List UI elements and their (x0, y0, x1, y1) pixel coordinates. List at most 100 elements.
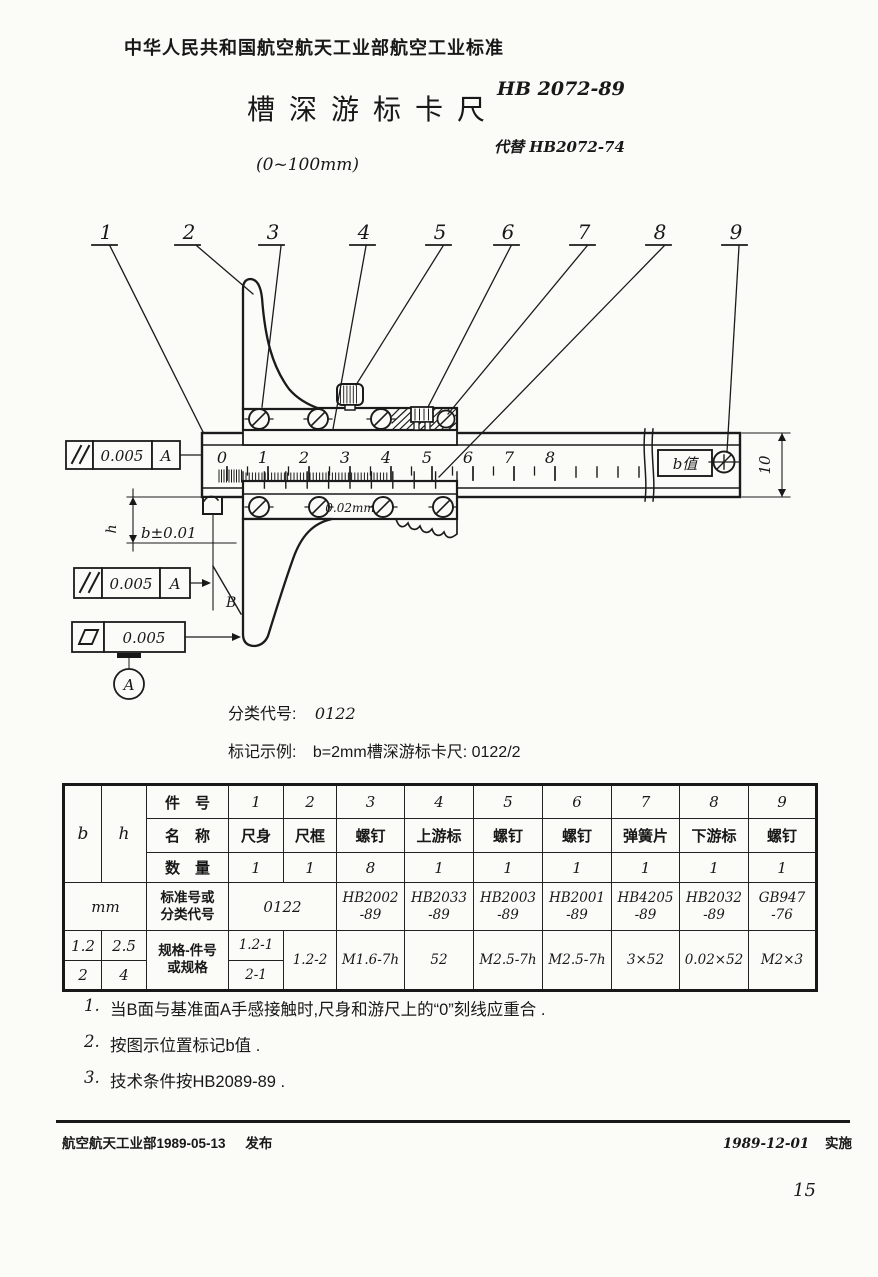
part-name-cell: 螺钉 (336, 818, 405, 853)
std-code-cell: 0122 (228, 882, 337, 931)
part-callout-7: 7 (447, 220, 596, 415)
tolerance-value: 0.005 (110, 575, 153, 593)
screw-icon (368, 496, 398, 518)
note-item: 2. 按图示位置标记b值 . (84, 1032, 545, 1056)
tolerance-datum: A (168, 575, 181, 593)
scale-minor-ticks (246, 466, 536, 476)
unit-cell: mm (63, 882, 147, 931)
part-number-label: 8 (654, 220, 667, 244)
part-number-label: 3 (267, 220, 280, 244)
note-text: 当B面与基准面A手感接触时,尺身和游尺上的“0”刻线应重合 . (110, 1001, 546, 1019)
note-number: 3. (84, 1068, 100, 1087)
flatness-icon (77, 629, 100, 645)
scale-number: 4 (380, 448, 391, 467)
spec-cell: M2.5-7h (473, 930, 543, 991)
spec-cell: 3×52 (611, 930, 680, 991)
marking-example-line: 标记示例: b=2mm槽深游标卡尺: 0122/2 (228, 738, 521, 762)
thumb-screw-knurl (340, 385, 357, 404)
caliper-technical-drawing: 0 1 2 3 4 5 6 7 8 0.02mm (65, 220, 791, 700)
spec-b-cell: 2 (63, 960, 102, 991)
screw-icon (436, 409, 456, 429)
part-name-cell: 螺钉 (542, 818, 612, 853)
table-row-standards: mm 标准号或 分类代号 0122 HB2002 -89 HB2033 -89 … (63, 882, 817, 931)
std-code-cell: HB2033 -89 (404, 882, 474, 931)
main-scale: 0 1 2 3 4 5 6 7 8 (217, 448, 555, 467)
spec-cell: M2×3 (748, 930, 817, 991)
spec-cell: M2.5-7h (542, 930, 612, 991)
row-label-qty: 数 量 (146, 852, 229, 883)
std-code-cell: HB2002 -89 (336, 882, 405, 931)
part-number-label: 6 (502, 220, 515, 244)
spec-cell: M1.6-7h (336, 930, 405, 991)
screw-icon (366, 408, 396, 430)
part-number-cell: 3 (336, 784, 405, 819)
scale-number: 8 (545, 448, 555, 467)
lower-jaw-outline (241, 517, 333, 648)
screw-icon (304, 496, 334, 518)
part-callout-1: 1 (91, 220, 204, 433)
scale-number: 0 (217, 448, 227, 467)
spec-cell: 52 (404, 930, 474, 991)
beam-width-dimension (741, 432, 791, 498)
issued-org-date: 航空航天工业部1989-05-13 (62, 1136, 226, 1151)
part-callout-8: 8 (438, 220, 672, 478)
note-number: 1. (84, 996, 100, 1015)
qty-cell: 8 (336, 852, 405, 883)
part-callouts: 1 2 3 4 5 (91, 220, 748, 478)
org-standard-line: 中华人民共和国航空航天工业部航空工业标准 (124, 38, 504, 58)
qty-cell: 1 (283, 852, 337, 883)
spec-cell: 2-1 (228, 960, 284, 991)
marking-example-label: 标记示例: (228, 744, 297, 761)
height-dim-label: h (104, 524, 120, 533)
screw-icon (303, 408, 333, 430)
scale-number: 2 (298, 448, 309, 467)
scale-right-ticks (575, 466, 640, 478)
footer-rule (56, 1120, 850, 1123)
end-screw-icon (708, 450, 740, 474)
std-code-cell: GB947 -76 (748, 882, 817, 931)
part-number-label: 5 (434, 220, 447, 244)
part-name-cell: 尺身 (228, 818, 284, 853)
part-number-cell: 8 (679, 784, 749, 819)
leader-arrow (202, 579, 211, 587)
part-number-label: 7 (578, 220, 591, 244)
qty-cell: 1 (748, 852, 817, 883)
tolerance-value: 0.005 (101, 447, 144, 465)
parallelism-icon (78, 571, 101, 594)
notes-section: 1. 当B面与基准面A手感接触时,尺身和游尺上的“0”刻线应重合 . 2. 按图… (84, 996, 545, 1104)
part-name-cell: 下游标 (679, 818, 749, 853)
qty-cell: 1 (404, 852, 474, 883)
qty-cell: 1 (679, 852, 749, 883)
replaces-standard: 代替 HB2072-74 (494, 138, 625, 156)
part-name-cell: 尺框 (283, 818, 337, 853)
implemented-date: 1989-12-01 (722, 1136, 810, 1152)
part-number-cell: 4 (404, 784, 474, 819)
row-label-spec: 规格-件号 或规格 (146, 930, 229, 991)
tolerance-datum: A (159, 447, 172, 465)
qty-cell: 1 (611, 852, 680, 883)
bolt-leg (413, 421, 420, 431)
std-code-cell: HB2001 -89 (542, 882, 612, 931)
table-row-names: 名 称 尺身 尺框 螺钉 上游标 螺钉 螺钉 弹簧片 下游标 螺钉 (64, 818, 817, 853)
spec-b-cell: 1.2 (63, 930, 102, 961)
std-code-cell: HB2032 -89 (679, 882, 749, 931)
part-number-cell: 7 (611, 784, 680, 819)
step-dim-label: b±0.01 (141, 524, 197, 542)
screw-icon (244, 408, 274, 430)
b-value-label: b值 (673, 455, 700, 473)
part-number-label: 2 (182, 220, 196, 244)
note-text: 技术条件按HB2089-89 . (110, 1073, 286, 1091)
scale-number: 3 (340, 448, 350, 467)
classification-code: 0122 (314, 704, 356, 723)
vernier-major-ticks (242, 471, 458, 489)
part-number-cell: 6 (542, 784, 612, 819)
bolt-leg (424, 421, 431, 431)
parallelism-icon (70, 444, 91, 465)
part-name-cell: 上游标 (404, 818, 474, 853)
std-code-cell: HB2003 -89 (473, 882, 543, 931)
table-row-part-numbers: b h 件 号 1 2 3 4 5 6 7 8 9 (63, 784, 817, 883)
datum-b-label: B (225, 595, 236, 611)
part-number-label: 9 (730, 220, 743, 244)
vernier-fine-ticks (245, 472, 388, 482)
